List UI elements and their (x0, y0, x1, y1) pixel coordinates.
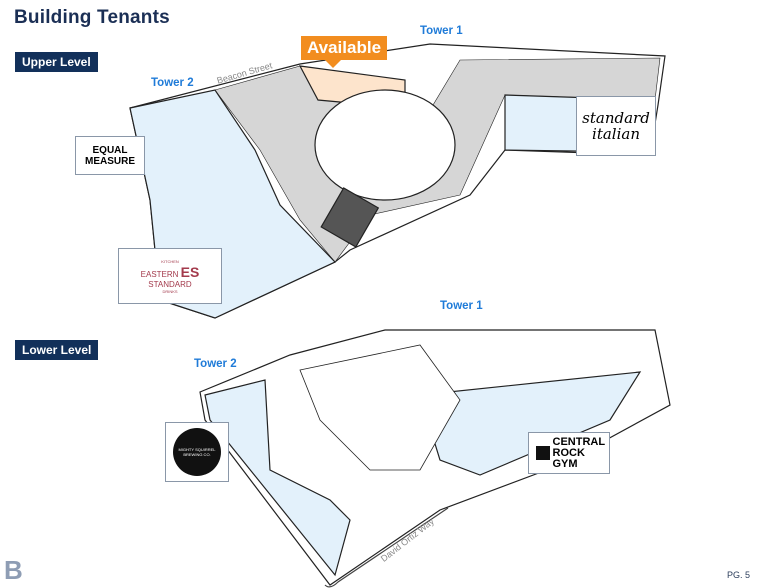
standard-italian-logo[interactable]: standard italian (576, 96, 656, 156)
mighty-squirrel-badge: MIGHTY SQUIRREL BREWING CO. (173, 428, 221, 476)
upper-stair (320, 187, 380, 248)
lower-tower2-space (204, 379, 351, 577)
eastern-standard-name: EASTERN ES STANDARD (119, 264, 221, 289)
eastern-standard-top: KITCHEN (161, 258, 179, 264)
page-title: Building Tenants (14, 7, 170, 28)
equal-measure-logo[interactable]: EQUAL MEASURE (75, 136, 145, 175)
lower-tower2-label: Tower 2 (194, 358, 237, 370)
available-tag[interactable]: Available (301, 36, 388, 68)
upper-tower2-label: Tower 2 (151, 77, 194, 89)
lower-level-label: Lower Level (15, 340, 99, 360)
page-number: PG. 5 (726, 570, 750, 580)
eastern-standard-initials: ES (180, 263, 200, 280)
upper-level-label: Upper Level (15, 52, 98, 72)
upper-courtyard (314, 89, 456, 201)
lower-road-edge (324, 507, 449, 588)
lower-core (299, 344, 461, 471)
lower-tower1-label: Tower 1 (440, 300, 483, 312)
eastern-standard-left: EASTERN (140, 269, 179, 279)
brand-logo: B (4, 555, 23, 585)
upper-level-plan (129, 43, 666, 319)
eastern-standard-logo[interactable]: KITCHEN EASTERN ES STANDARD DRINKS (118, 248, 222, 304)
mighty-squirrel-logo[interactable]: MIGHTY SQUIRREL BREWING CO. (165, 422, 229, 482)
climber-icon (535, 446, 550, 460)
eastern-standard-right: STANDARD (148, 279, 192, 289)
upper-tower1-label: Tower 1 (420, 25, 463, 37)
central-rock-gym-text: CENTRAL ROCK GYM (552, 435, 605, 470)
central-rock-gym-logo[interactable]: CENTRAL ROCK GYM (528, 432, 610, 474)
lower-level-plan (199, 329, 671, 588)
eastern-standard-bottom: DRINKS (162, 288, 178, 294)
